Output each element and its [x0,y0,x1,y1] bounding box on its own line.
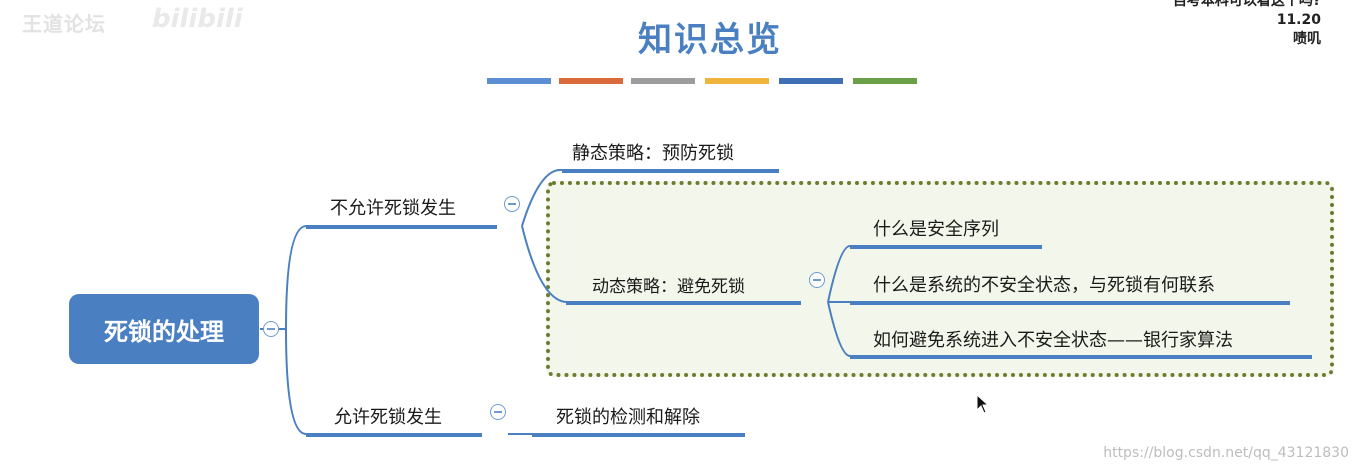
connector-line [827,245,851,303]
source-url-watermark: https://blog.csdn.net/qq_43121830 [1103,445,1349,461]
color-bar [559,78,623,84]
node-unsafe-state[interactable]: 什么是系统的不安全状态，与死锁有何联系 [873,275,1215,296]
color-bar [705,78,769,84]
comment-line: 啧叽 [1293,31,1321,47]
color-bar [487,78,551,84]
collapse-icon[interactable] [809,272,825,288]
node-dynamic-strategy[interactable]: 动态策略：避免死锁 [592,277,745,297]
collapse-icon[interactable] [504,196,520,212]
collapse-icon[interactable] [490,404,506,420]
connector-line [285,225,307,330]
collapse-icon[interactable] [263,321,279,337]
node-allow-deadlock[interactable]: 允许死锁发生 [334,407,442,428]
root-node-label: 死锁的处理 [104,317,224,346]
connector-line [285,328,307,435]
danmaku-comment: 自考本科可以看这个吗? 11.20 啧叽 [1173,0,1321,49]
connector-line [827,301,851,357]
mouse-cursor-icon [976,394,990,414]
node-not-allow-deadlock[interactable]: 不允许死锁发生 [330,198,456,219]
color-bar [779,78,843,84]
connector-line [521,168,563,227]
dynamic-strategy-group [546,181,1334,377]
color-bar [853,78,917,84]
page-title: 知识总览 [638,20,782,60]
root-node[interactable]: 死锁的处理 [69,294,259,364]
watermark-text: 王道论坛 [22,12,106,36]
node-bankers-algorithm[interactable]: 如何避免系统进入不安全状态——银行家算法 [873,330,1233,351]
comment-line: 自考本科可以看这个吗? [1172,0,1321,9]
bilibili-logo: bilibili [152,4,243,34]
node-safe-sequence[interactable]: 什么是安全序列 [873,219,999,240]
comment-line: 11.20 [1276,12,1321,28]
node-detect-recover[interactable]: 死锁的检测和解除 [556,407,700,428]
node-static-strategy[interactable]: 静态策略：预防死锁 [572,143,734,164]
color-bar [631,78,695,84]
connector-line [521,225,567,303]
